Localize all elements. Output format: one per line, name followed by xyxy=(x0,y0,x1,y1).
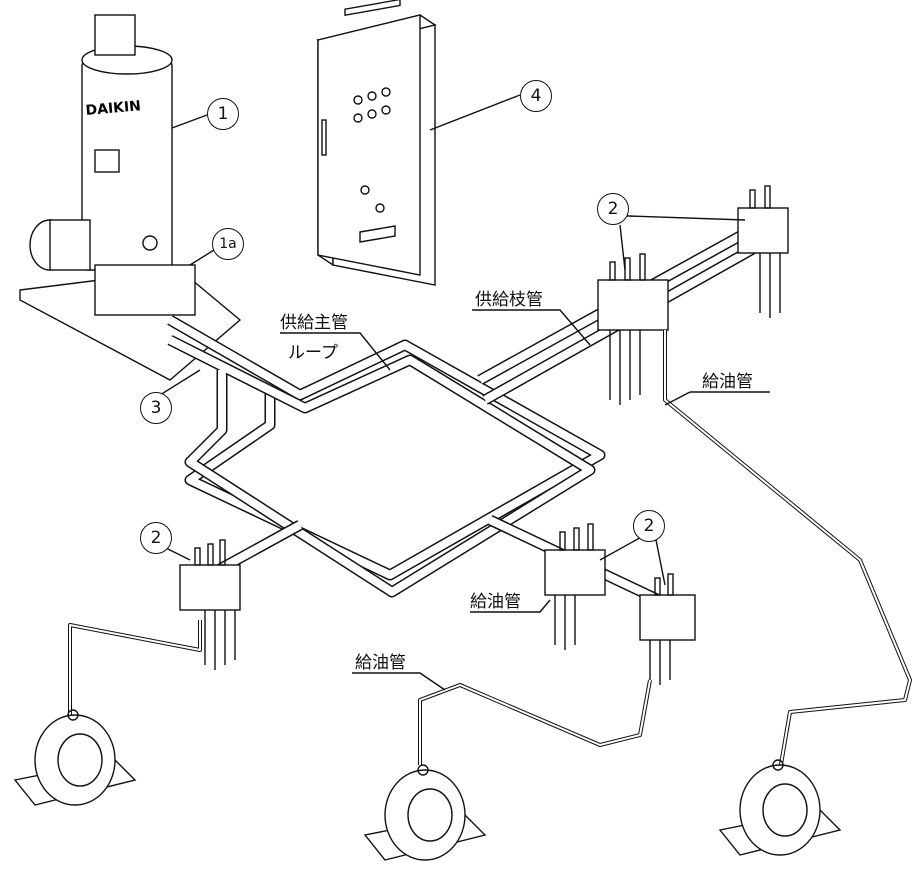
callout-3: 3 xyxy=(140,392,172,424)
distribution-valves xyxy=(179,185,789,685)
callout-2-top: 2 xyxy=(597,193,629,225)
label-supply-main: 供給主管 xyxy=(280,313,348,333)
label-oil-pipe-center: 給油管 xyxy=(470,592,521,612)
supply-main-loop xyxy=(167,315,606,598)
bearings xyxy=(13,709,842,861)
label-loop: ループ xyxy=(288,343,338,363)
label-oil-pipe-right: 給油管 xyxy=(702,372,753,392)
pump-brand-logo: DAIKIN xyxy=(85,98,142,119)
label-supply-branch: 供給枝管 xyxy=(475,290,543,310)
callout-2-right: 2 xyxy=(633,510,665,542)
oil-supply-tubes xyxy=(68,330,912,771)
leader-lines xyxy=(159,94,770,691)
grease-pump: DAIKIN xyxy=(19,14,242,381)
supply-branch-pipes xyxy=(197,220,763,615)
control-panel xyxy=(316,0,437,286)
callout-1-pump: 1 xyxy=(207,98,239,130)
callout-1a: 1a xyxy=(212,228,244,260)
callout-4-control-panel: 4 xyxy=(520,80,552,112)
label-oil-pipe-bottom: 給油管 xyxy=(355,653,406,673)
callout-2-left: 2 xyxy=(140,522,172,554)
